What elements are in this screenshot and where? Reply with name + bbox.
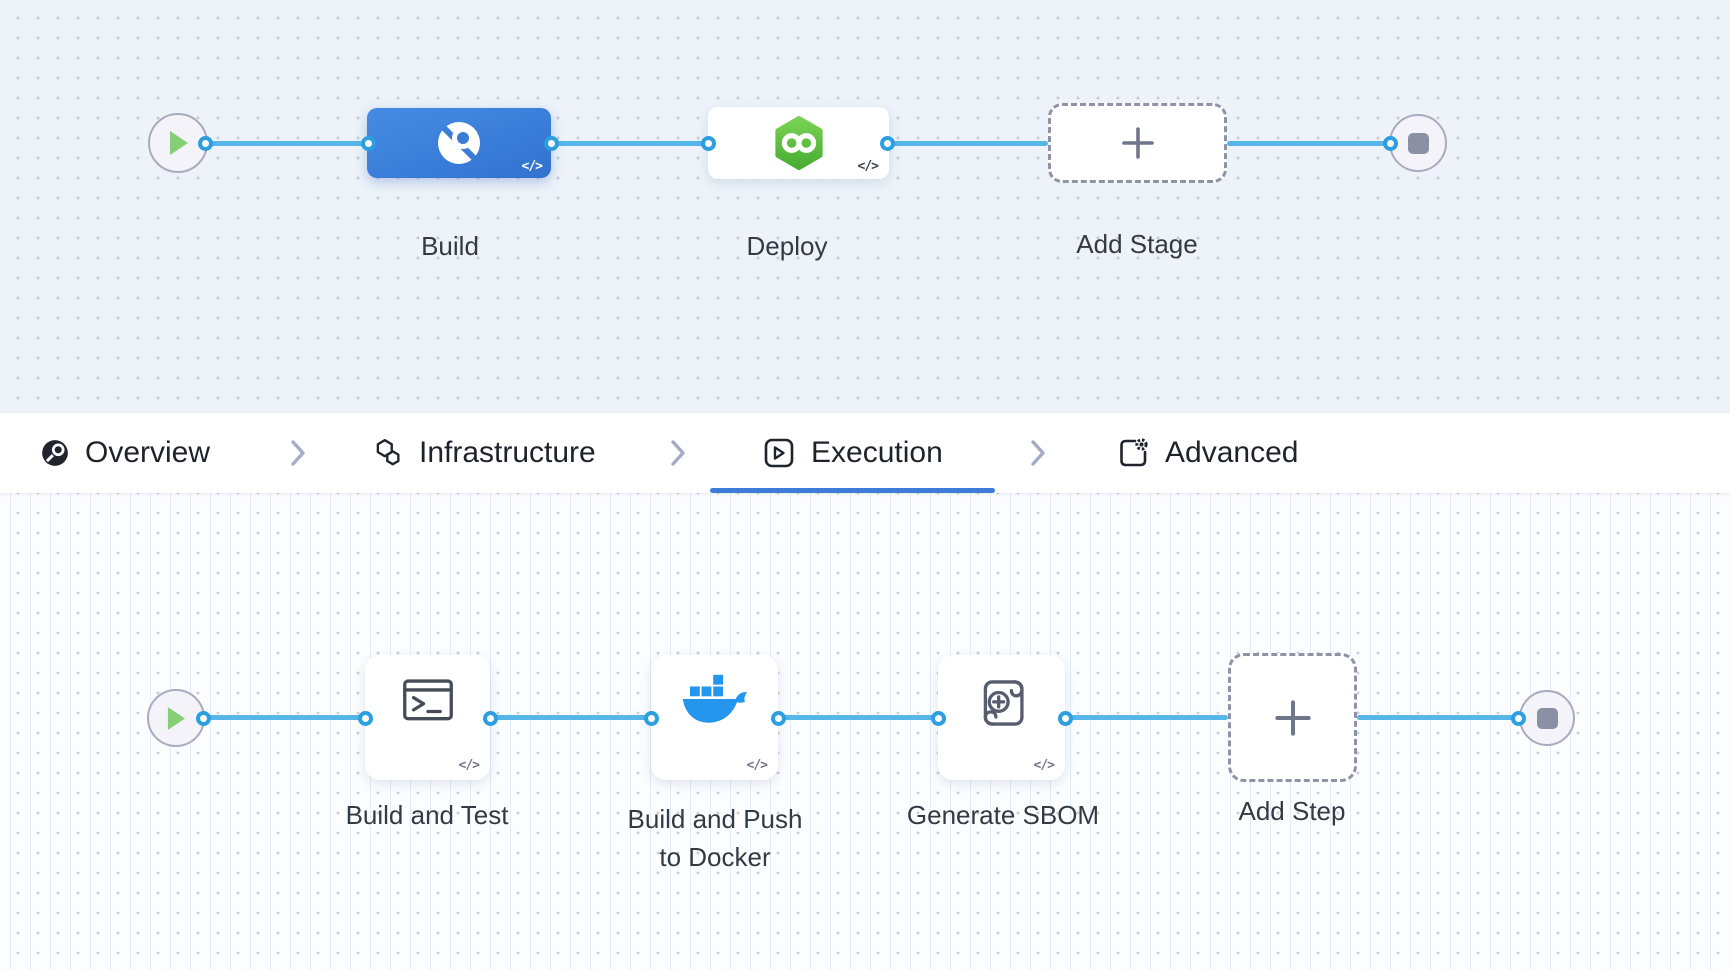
stage-label: Deploy bbox=[746, 231, 828, 261]
code-glyph[interactable]: </> bbox=[458, 758, 481, 773]
execution-icon bbox=[764, 438, 794, 468]
step-label: Build and Test bbox=[345, 800, 509, 830]
stage-node-deploy[interactable]: </> bbox=[708, 107, 889, 179]
step-label: Add Step bbox=[1238, 796, 1346, 826]
step-node-generate-sbom[interactable]: </> bbox=[938, 655, 1065, 780]
stop-icon bbox=[1407, 132, 1429, 154]
connector-port[interactable] bbox=[1510, 710, 1526, 726]
sbom-icon bbox=[983, 680, 1024, 726]
connector-port[interactable] bbox=[357, 710, 373, 726]
advanced-icon bbox=[1120, 438, 1148, 467]
connector-port[interactable] bbox=[930, 710, 946, 726]
connector-port[interactable] bbox=[543, 135, 559, 151]
tab-label: Advanced bbox=[1165, 436, 1299, 469]
connector-edge bbox=[1065, 715, 1228, 720]
play-icon bbox=[167, 706, 186, 730]
connector-port[interactable] bbox=[1382, 135, 1398, 151]
connector-port[interactable] bbox=[195, 710, 211, 726]
tab-infrastructure[interactable]: Infrastructure bbox=[372, 413, 596, 493]
connector-edge bbox=[205, 141, 368, 146]
stop-icon bbox=[1536, 707, 1558, 729]
stage-config-tabbar: Overview Infrastructure bbox=[0, 413, 1730, 493]
step-label: Build and Push to Docker bbox=[627, 804, 803, 872]
connector-port[interactable] bbox=[1057, 710, 1073, 726]
tab-overview[interactable]: Overview bbox=[40, 413, 210, 493]
stage-label: Add Stage bbox=[1076, 229, 1198, 259]
stage-label: Build bbox=[421, 231, 479, 261]
connector-port[interactable] bbox=[770, 710, 786, 726]
tab-advanced[interactable]: Advanced bbox=[1116, 413, 1298, 493]
connector-edge bbox=[778, 715, 938, 720]
chevron-right-icon bbox=[666, 413, 690, 493]
chevron-right-icon bbox=[1026, 413, 1050, 493]
connector-edge bbox=[551, 141, 708, 146]
tab-label: Execution bbox=[811, 436, 943, 469]
active-tab-indicator bbox=[710, 488, 995, 493]
plus-icon bbox=[1274, 699, 1311, 736]
connector-edge bbox=[1357, 715, 1518, 720]
overview-icon bbox=[42, 440, 68, 466]
connector-edge bbox=[1227, 141, 1390, 146]
connector-port[interactable] bbox=[482, 710, 498, 726]
play-icon bbox=[169, 131, 188, 155]
stage-canvas[interactable]: </> </> bbox=[0, 0, 1730, 413]
harness-cd-icon bbox=[774, 116, 823, 170]
pipeline-end-node[interactable] bbox=[1389, 114, 1447, 172]
connector-port[interactable] bbox=[197, 135, 213, 151]
connector-edge bbox=[490, 715, 651, 720]
plus-icon bbox=[1121, 127, 1154, 159]
harness-ci-icon bbox=[438, 122, 480, 164]
connector-edge bbox=[203, 715, 365, 720]
execution-canvas[interactable] bbox=[0, 493, 1730, 970]
connector-port[interactable] bbox=[360, 135, 376, 151]
tab-label: Infrastructure bbox=[419, 436, 596, 469]
run-step-icon bbox=[402, 679, 453, 721]
connector-edge bbox=[887, 141, 1048, 146]
connector-port[interactable] bbox=[700, 135, 716, 151]
step-node-build-and-test[interactable]: </> bbox=[365, 655, 490, 780]
code-glyph[interactable]: </> bbox=[1033, 758, 1056, 773]
stage-node-build[interactable]: </> bbox=[367, 108, 551, 178]
add-step-button[interactable] bbox=[1228, 653, 1357, 782]
tab-execution[interactable]: Execution bbox=[762, 413, 943, 493]
tab-label: Overview bbox=[85, 436, 211, 469]
add-stage-button[interactable] bbox=[1048, 103, 1227, 183]
infrastructure-icon bbox=[376, 439, 400, 466]
connector-port[interactable] bbox=[643, 710, 659, 726]
code-glyph[interactable]: </> bbox=[746, 758, 769, 773]
code-glyph[interactable]: </> bbox=[521, 159, 544, 174]
code-glyph[interactable]: </> bbox=[857, 159, 880, 174]
docker-icon bbox=[682, 674, 747, 723]
step-node-build-and-push-to-docker[interactable]: </> bbox=[651, 655, 778, 780]
chevron-right-icon bbox=[286, 413, 310, 493]
step-label: Generate SBOM bbox=[906, 800, 1100, 830]
execution-end-node[interactable] bbox=[1519, 690, 1575, 746]
connector-port[interactable] bbox=[879, 135, 895, 151]
